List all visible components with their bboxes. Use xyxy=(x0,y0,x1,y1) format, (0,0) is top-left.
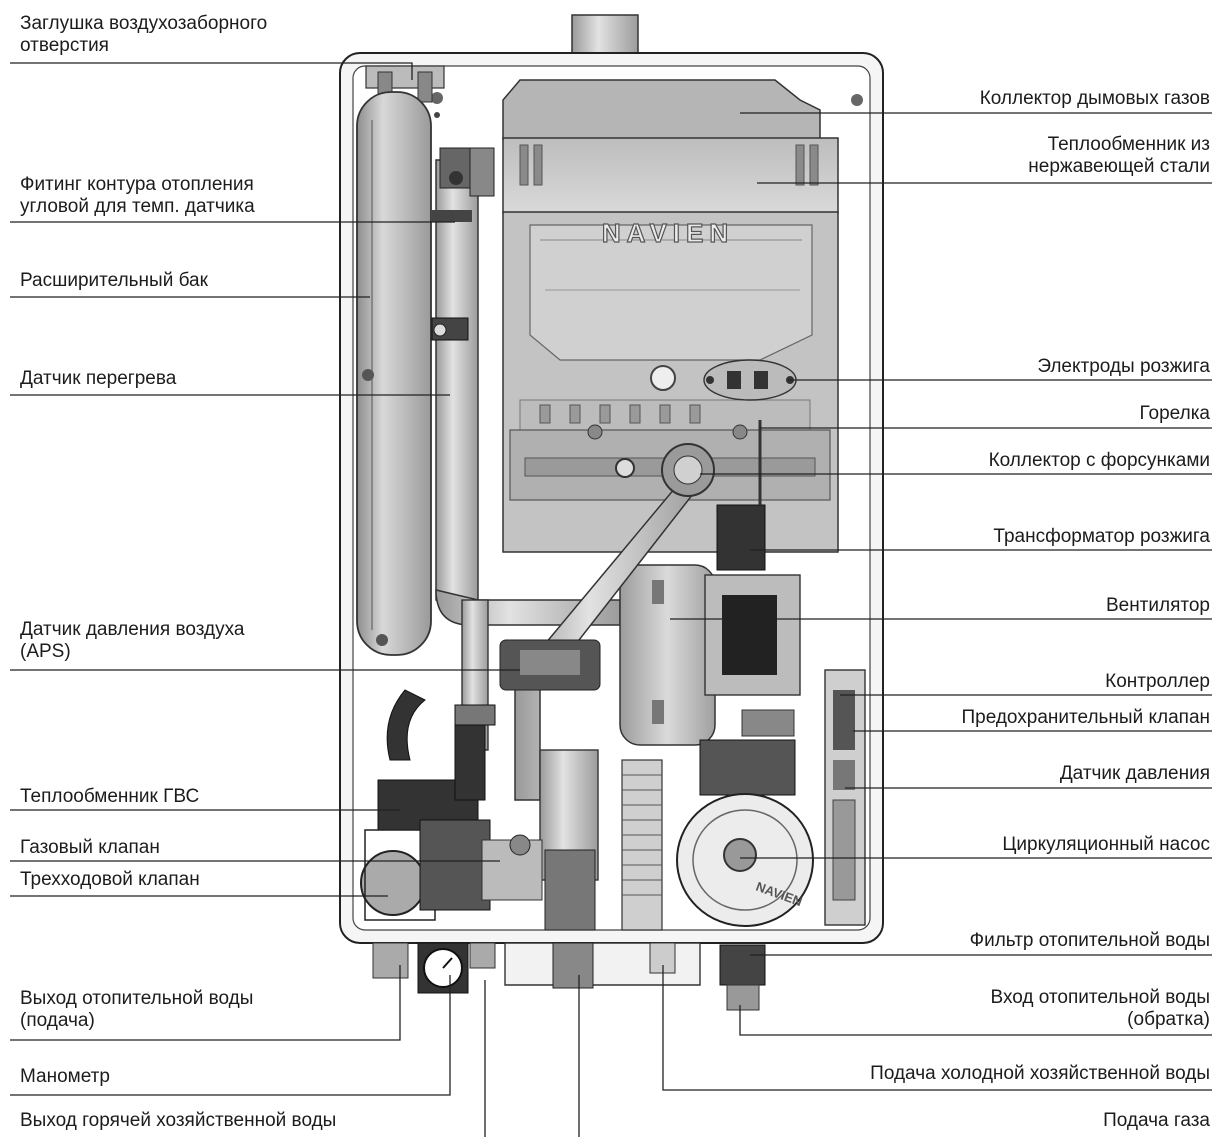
label-fan: Вентилятор xyxy=(1105,595,1210,616)
label-heating-inlet: Вход отопительной воды(обратка) xyxy=(990,987,1210,1030)
label-three-way-valve: Трехходовой клапан xyxy=(20,869,200,890)
label-hot-water-outlet: Выход горячей хозяйственной воды xyxy=(20,1110,337,1131)
label-circulation-pump: Циркуляционный насос xyxy=(1002,834,1210,855)
label-overheat-sensor: Датчик перегрева xyxy=(20,368,177,389)
label-expansion-tank: Расширительный бак xyxy=(20,270,208,291)
dhw-plate-exchanger xyxy=(621,759,663,931)
label-heating-outlet: Выход отопительной воды(подача) xyxy=(20,988,254,1031)
fan-part xyxy=(619,564,716,746)
label-controller: Контроллер xyxy=(1105,671,1210,692)
bottom-connections xyxy=(372,942,766,1011)
air-pressure-sensor-part xyxy=(499,639,601,691)
brand-logo: NAVIEN xyxy=(602,218,734,248)
controller-part xyxy=(741,669,866,926)
label-nozzle-manifold: Коллектор с форсунками xyxy=(988,450,1210,471)
leader-lines xyxy=(10,62,1212,1137)
expansion-tank-part xyxy=(356,91,432,656)
label-pressure-sensor: Датчик давления xyxy=(1059,763,1210,784)
label-dhw-heat-exchanger: Теплообменник ГВС xyxy=(20,786,200,807)
heating-pipe xyxy=(431,147,621,751)
ignition-transformer-part xyxy=(704,420,801,696)
label-cold-water-supply: Подача холодной хозяйственной воды xyxy=(870,1063,1210,1084)
three-way-valve-part xyxy=(360,819,491,921)
gas-valve-part xyxy=(481,749,599,931)
label-burner: Горелка xyxy=(1139,403,1210,424)
label-safety-valve: Предохранительный клапан xyxy=(961,707,1210,728)
label-gas-supply: Подача газа xyxy=(1103,1110,1210,1131)
label-ignition-transformer: Трансформатор розжига xyxy=(993,526,1210,547)
label-gas-valve: Газовый клапан xyxy=(20,837,160,858)
label-heating-water-filter: Фильтр отопительной воды xyxy=(969,930,1210,951)
label-air-pressure-sensor: Датчик давления воздуха(APS) xyxy=(20,619,245,662)
ignition-electrodes-part xyxy=(703,359,797,401)
label-flue-collector: Коллектор дымовых газов xyxy=(979,88,1210,109)
label-manometer: Манометр xyxy=(20,1066,110,1087)
circulation-pump-part: NAVIEN xyxy=(676,739,814,927)
label-ignition-electrodes: Электроды розжига xyxy=(1037,356,1210,377)
